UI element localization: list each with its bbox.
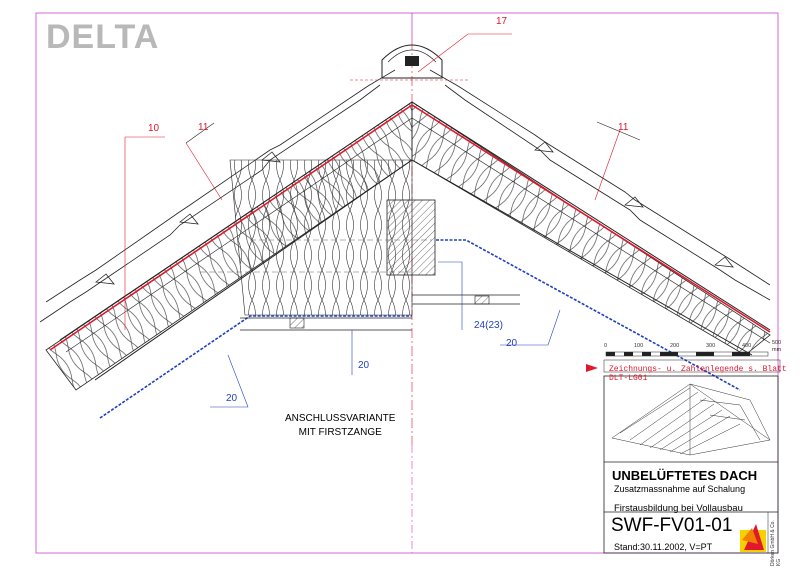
ref-20-mid: 20 [358, 360, 370, 371]
ridge-purlin [386, 199, 436, 276]
scale-bar [605, 351, 769, 357]
ref-20-left: 20 [226, 393, 238, 404]
scale-tick-200: 200 [670, 343, 680, 349]
company-rotated-text: Dörken GmbH & Co. KG [770, 520, 782, 566]
roof-tiles-right [429, 69, 771, 301]
title-block-subtitle2: Firstausbildung bei Vollausbau [614, 503, 743, 514]
ref-10: 10 [148, 123, 160, 134]
scale-tick-500: 500 [772, 340, 782, 346]
title-block [603, 375, 779, 554]
scale-tick-400: 400 [742, 343, 752, 349]
scale-tick-100: 100 [634, 343, 644, 349]
scale-tick-0: 0 [604, 343, 608, 349]
ref-24: 24(23) [474, 320, 503, 331]
drawing-code: SWF-FV01-01 [611, 515, 733, 536]
ref-11-left: 11 [198, 122, 209, 133]
insulation-attic-left [229, 159, 413, 316]
title-block-title: UNBELÜFTETES DACH [612, 468, 758, 483]
legend-note: Zeichnungs- u. Zahlenlegende s. Blatt DL… [609, 365, 787, 383]
company-mark [740, 524, 766, 552]
membrane-left [49, 104, 413, 351]
roof-tiles-left [39, 69, 396, 323]
drawing-stand: Stand:30.11.2002, V=PT [614, 542, 713, 552]
ref-20-right: 20 [506, 338, 518, 349]
ridge-cap [381, 44, 443, 79]
membrane-right [411, 104, 771, 333]
scale-unit: mm [772, 347, 782, 353]
scale-tick-300: 300 [706, 343, 716, 349]
house-thumbnail [611, 383, 771, 456]
variant-line1: ANSCHLUSSVARIANTE [285, 413, 396, 424]
ref-11-right: 11 [618, 122, 629, 133]
delta-logo: DELTA [46, 18, 160, 56]
variant-label: ANSCHLUSSVARIANTE MIT FIRSTZANGE [285, 412, 395, 440]
ref-17: 17 [496, 16, 508, 27]
page-frame [35, 12, 779, 554]
vapour-barrier-right [436, 239, 741, 391]
variant-line2: MIT FIRSTZANGE [298, 427, 382, 438]
vapour-barrier-left [99, 315, 412, 419]
title-block-subtitle1: Zusatzmassnahme auf Schalung [614, 484, 746, 494]
